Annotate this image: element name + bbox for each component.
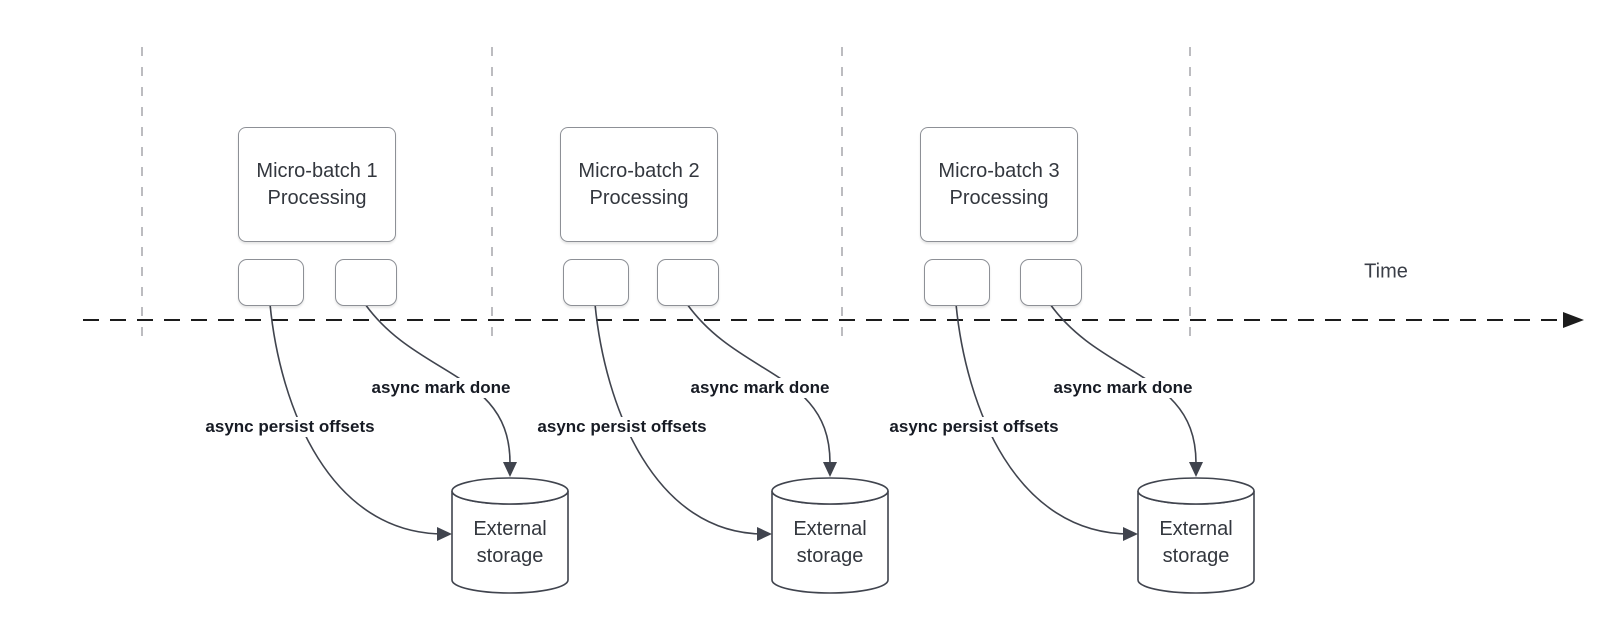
persist-offsets-arrow-2 — [594, 303, 765, 535]
external-storage-label-1-line2: storage — [476, 545, 544, 567]
external-storage-label-3-line2: storage — [1162, 545, 1230, 567]
mark-done-label-3: async mark done — [1050, 378, 1196, 398]
time-axis-arrowhead-icon — [1563, 312, 1584, 328]
micro-batch-1-processing-box: Micro-batch 1 Processing — [238, 127, 396, 242]
external-storage-cylinder-3 — [1137, 477, 1255, 594]
external-storage-cylinder-2 — [771, 477, 889, 594]
mark-done-arrow-2 — [686, 303, 831, 464]
external-storage-label-3: External storage — [1159, 516, 1232, 570]
persist-offsets-arrow-1 — [269, 303, 445, 535]
persist-offsets-arrowhead-icon-1 — [437, 527, 452, 541]
persist-task-box-2 — [563, 259, 629, 306]
persist-task-box-3 — [924, 259, 990, 306]
micro-batch-2-title-line2: Processing — [589, 186, 689, 209]
mark-done-arrow-1 — [364, 303, 511, 464]
persist-offsets-arrow-3 — [955, 303, 1131, 535]
persist-offsets-label-2: async persist offsets — [534, 417, 710, 437]
external-storage-label-3-line1: External — [1159, 518, 1233, 540]
persist-offsets-label-3: async persist offsets — [886, 417, 1062, 437]
mark-done-arrow-3 — [1049, 303, 1197, 464]
persist-offsets-arrowhead-icon-2 — [757, 527, 772, 541]
mark-done-task-box-3 — [1020, 259, 1082, 306]
external-storage-label-2: External storage — [793, 516, 866, 570]
micro-batch-3-processing-box: Micro-batch 3 Processing — [920, 127, 1078, 242]
micro-batch-2-title-line1: Micro-batch 2 — [578, 159, 700, 182]
micro-batch-1-title-line2: Processing — [267, 186, 367, 209]
external-storage-label-2-line2: storage — [796, 545, 864, 567]
persist-task-box-1 — [238, 259, 304, 306]
persist-offsets-arrowhead-icon-3 — [1123, 527, 1138, 541]
external-storage-label-1: External storage — [473, 516, 546, 570]
micro-batch-2-processing-box: Micro-batch 2 Processing — [560, 127, 718, 242]
mark-done-task-box-2 — [657, 259, 719, 306]
mark-done-arrowhead-icon-1 — [503, 462, 517, 477]
mark-done-label-1: async mark done — [368, 378, 514, 398]
external-storage-label-2-line1: External — [793, 518, 867, 540]
mark-done-arrowhead-icon-3 — [1189, 462, 1203, 477]
micro-batch-3-title-line2: Processing — [949, 186, 1049, 209]
external-storage-label-1-line1: External — [473, 518, 547, 540]
time-axis-label: Time — [1364, 260, 1408, 283]
mark-done-task-box-1 — [335, 259, 397, 306]
micro-batch-1-title-line1: Micro-batch 1 — [256, 159, 378, 182]
mark-done-arrowhead-icon-2 — [823, 462, 837, 477]
external-storage-cylinder-1 — [451, 477, 569, 594]
micro-batch-3-title-line1: Micro-batch 3 — [938, 159, 1060, 182]
mark-done-label-2: async mark done — [687, 378, 833, 398]
persist-offsets-label-1: async persist offsets — [202, 417, 378, 437]
